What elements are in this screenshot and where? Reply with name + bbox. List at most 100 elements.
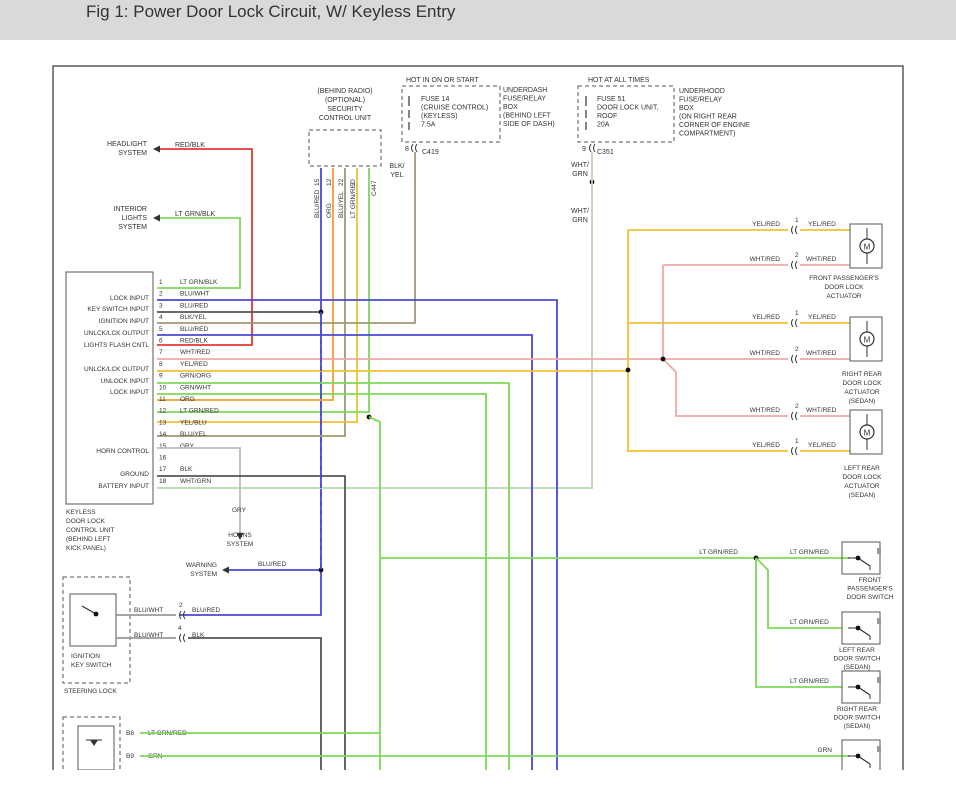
wire-grn-wht <box>157 393 487 770</box>
control-unit-input-label: KEY SWITCH INPUT <box>87 306 149 313</box>
wire-label-red-blk: RED/BLK <box>175 142 205 149</box>
left-rear-actuator-label: ACTUATOR <box>844 483 879 490</box>
connector-symbol <box>791 354 798 364</box>
splice-yelred <box>625 367 631 373</box>
wire-label-yel-red: YEL/RED <box>808 314 836 321</box>
control-unit-input-label: GROUND <box>120 471 149 478</box>
control-unit-input-label: HORN CONTROL <box>96 448 149 455</box>
wire-ltgrn-red-lr-switch <box>755 557 842 629</box>
pin-b8: B8 <box>126 730 134 737</box>
pin-b9: B9 <box>126 753 134 760</box>
horns-system-label: HORNS <box>228 532 252 539</box>
wire-blk-key <box>188 637 322 770</box>
control-unit-pin-wire: BLK <box>180 466 193 473</box>
underhood-label: CORNER OF ENGINE <box>679 122 750 129</box>
wire-blu-yel-22 <box>157 168 346 437</box>
wire-blu-wht <box>157 299 558 770</box>
control-unit-pin: 8 <box>159 361 163 368</box>
interior-arrow <box>153 214 160 222</box>
security-wire-label: BLU/RED <box>314 190 321 218</box>
wire-label-yel-red: YEL/RED <box>808 442 836 449</box>
connector-c419: C419 <box>422 149 439 156</box>
control-unit-pin: 9 <box>159 373 163 380</box>
wire-label-yel-red: YEL/RED <box>752 314 780 321</box>
switch-contact <box>857 755 871 765</box>
front-passenger-door-switch-label: DOOR SWITCH <box>847 594 894 601</box>
control-unit-pin-wire: BLU/RED <box>180 326 208 333</box>
underhood-label: BOX <box>679 105 694 112</box>
wire-label-ltgrn-red: LT GRN/RED <box>699 549 738 556</box>
wire-blk <box>157 475 346 770</box>
control-unit-input-label: UNLOCK INPUT <box>101 378 149 385</box>
switch-pivot <box>855 753 861 759</box>
fuse51-label: ROOF <box>597 113 617 120</box>
wire-label-wht-grn-2: WHT/ <box>571 208 589 215</box>
motor-icon-label: M <box>864 429 871 438</box>
underdash-label: BOX <box>503 104 518 111</box>
steering-lock-label: STEERING LOCK <box>64 688 117 695</box>
wire-label-wht-red: WHT/RED <box>806 350 837 357</box>
pin-1: 1 <box>795 310 799 317</box>
wire-wht-red-lr <box>662 358 788 417</box>
warning-arrow <box>222 566 229 574</box>
control-unit-pin: 18 <box>159 478 167 485</box>
hot-at-all-times-label: HOT AT ALL TIMES <box>588 77 650 84</box>
control-unit-pin: 14 <box>159 431 167 438</box>
control-unit-pin-wire: BLU/WHT <box>180 291 209 298</box>
connector-symbol <box>791 446 798 456</box>
ignition-key-switch-label: IGNITION <box>71 653 100 660</box>
horns-system-label: SYSTEM <box>227 541 254 548</box>
connector-symbol <box>179 610 186 620</box>
diagram-frame <box>52 65 904 800</box>
horns-arrow <box>236 533 244 540</box>
switch-contact <box>857 627 871 637</box>
keyless-unit-label: KEYLESS <box>66 509 96 516</box>
switch-contact <box>857 557 871 567</box>
diode-icon <box>90 740 98 746</box>
front-passenger-actuator-label: ACTUATOR <box>826 293 861 300</box>
wire-label-grn: GRN <box>818 747 833 754</box>
switch-pivot <box>855 555 861 561</box>
control-unit-input-label: LOCK INPUT <box>110 295 149 302</box>
warning-system-label: WARNING <box>186 562 217 569</box>
right-rear-actuator-label: DOOR LOCK <box>842 380 882 387</box>
headlight-arrow <box>153 145 160 153</box>
control-unit-pin-wire: WHT/RED <box>180 349 211 356</box>
front-passenger-door-switch-label: PASSENGER'S <box>847 586 893 593</box>
hot-in-run-label: HOT IN ON OR START <box>406 77 479 84</box>
wire-blk-yel <box>157 152 416 324</box>
keyless-unit-label: DOOR LOCK <box>66 518 106 525</box>
wire-label-blu-red: BLU/RED <box>192 607 220 614</box>
control-unit-pin-wire: GRN/WHT <box>180 384 211 391</box>
wire-wht-grn <box>157 152 593 489</box>
control-unit-pin-wire: BLK/YEL <box>180 314 207 321</box>
wire-label-wht-red: WHT/RED <box>806 256 837 263</box>
page-bottom <box>0 770 956 800</box>
pin-8: 8 <box>405 146 409 153</box>
pin-2: 2 <box>795 252 799 259</box>
left-rear-door-switch-label: LEFT REAR <box>839 647 875 654</box>
control-unit-pin-wire: WHT/GRN <box>180 478 211 485</box>
left-rear-actuator-label: DOOR LOCK <box>842 474 882 481</box>
right-rear-door-switch-label: (SEDAN) <box>844 723 871 730</box>
security-wire-label: BLU/YEL <box>338 191 345 218</box>
figure-title: Fig 1: Power Door Lock Circuit, W/ Keyle… <box>86 2 456 21</box>
connector-symbol <box>791 318 798 328</box>
motor-icon-label: M <box>864 336 871 345</box>
connector-c419-symbol <box>411 143 418 153</box>
fuse51-label: DOOR LOCK UNIT, <box>597 105 659 112</box>
control-unit-pin-wire: YEL/BLU <box>180 419 207 426</box>
splice-warning <box>318 567 324 573</box>
security-unit-label: (BEHIND RADIO) <box>317 88 372 95</box>
right-rear-door-switch <box>841 670 881 704</box>
motor-icon-label: M <box>864 243 871 252</box>
wire-label-wht-grn-2: GRN <box>572 217 588 224</box>
pin-9: 9 <box>582 146 586 153</box>
pin-4: 4 <box>178 625 182 632</box>
wire-label-wht-red: WHT/RED <box>750 407 781 414</box>
front-passenger-door-switch <box>841 541 881 575</box>
security-pin-label: 12 <box>326 178 333 186</box>
lower-control-box <box>62 716 121 778</box>
underdash-label: FUSE/RELAY <box>503 96 546 103</box>
right-rear-actuator-label: (SEDAN) <box>849 398 876 405</box>
